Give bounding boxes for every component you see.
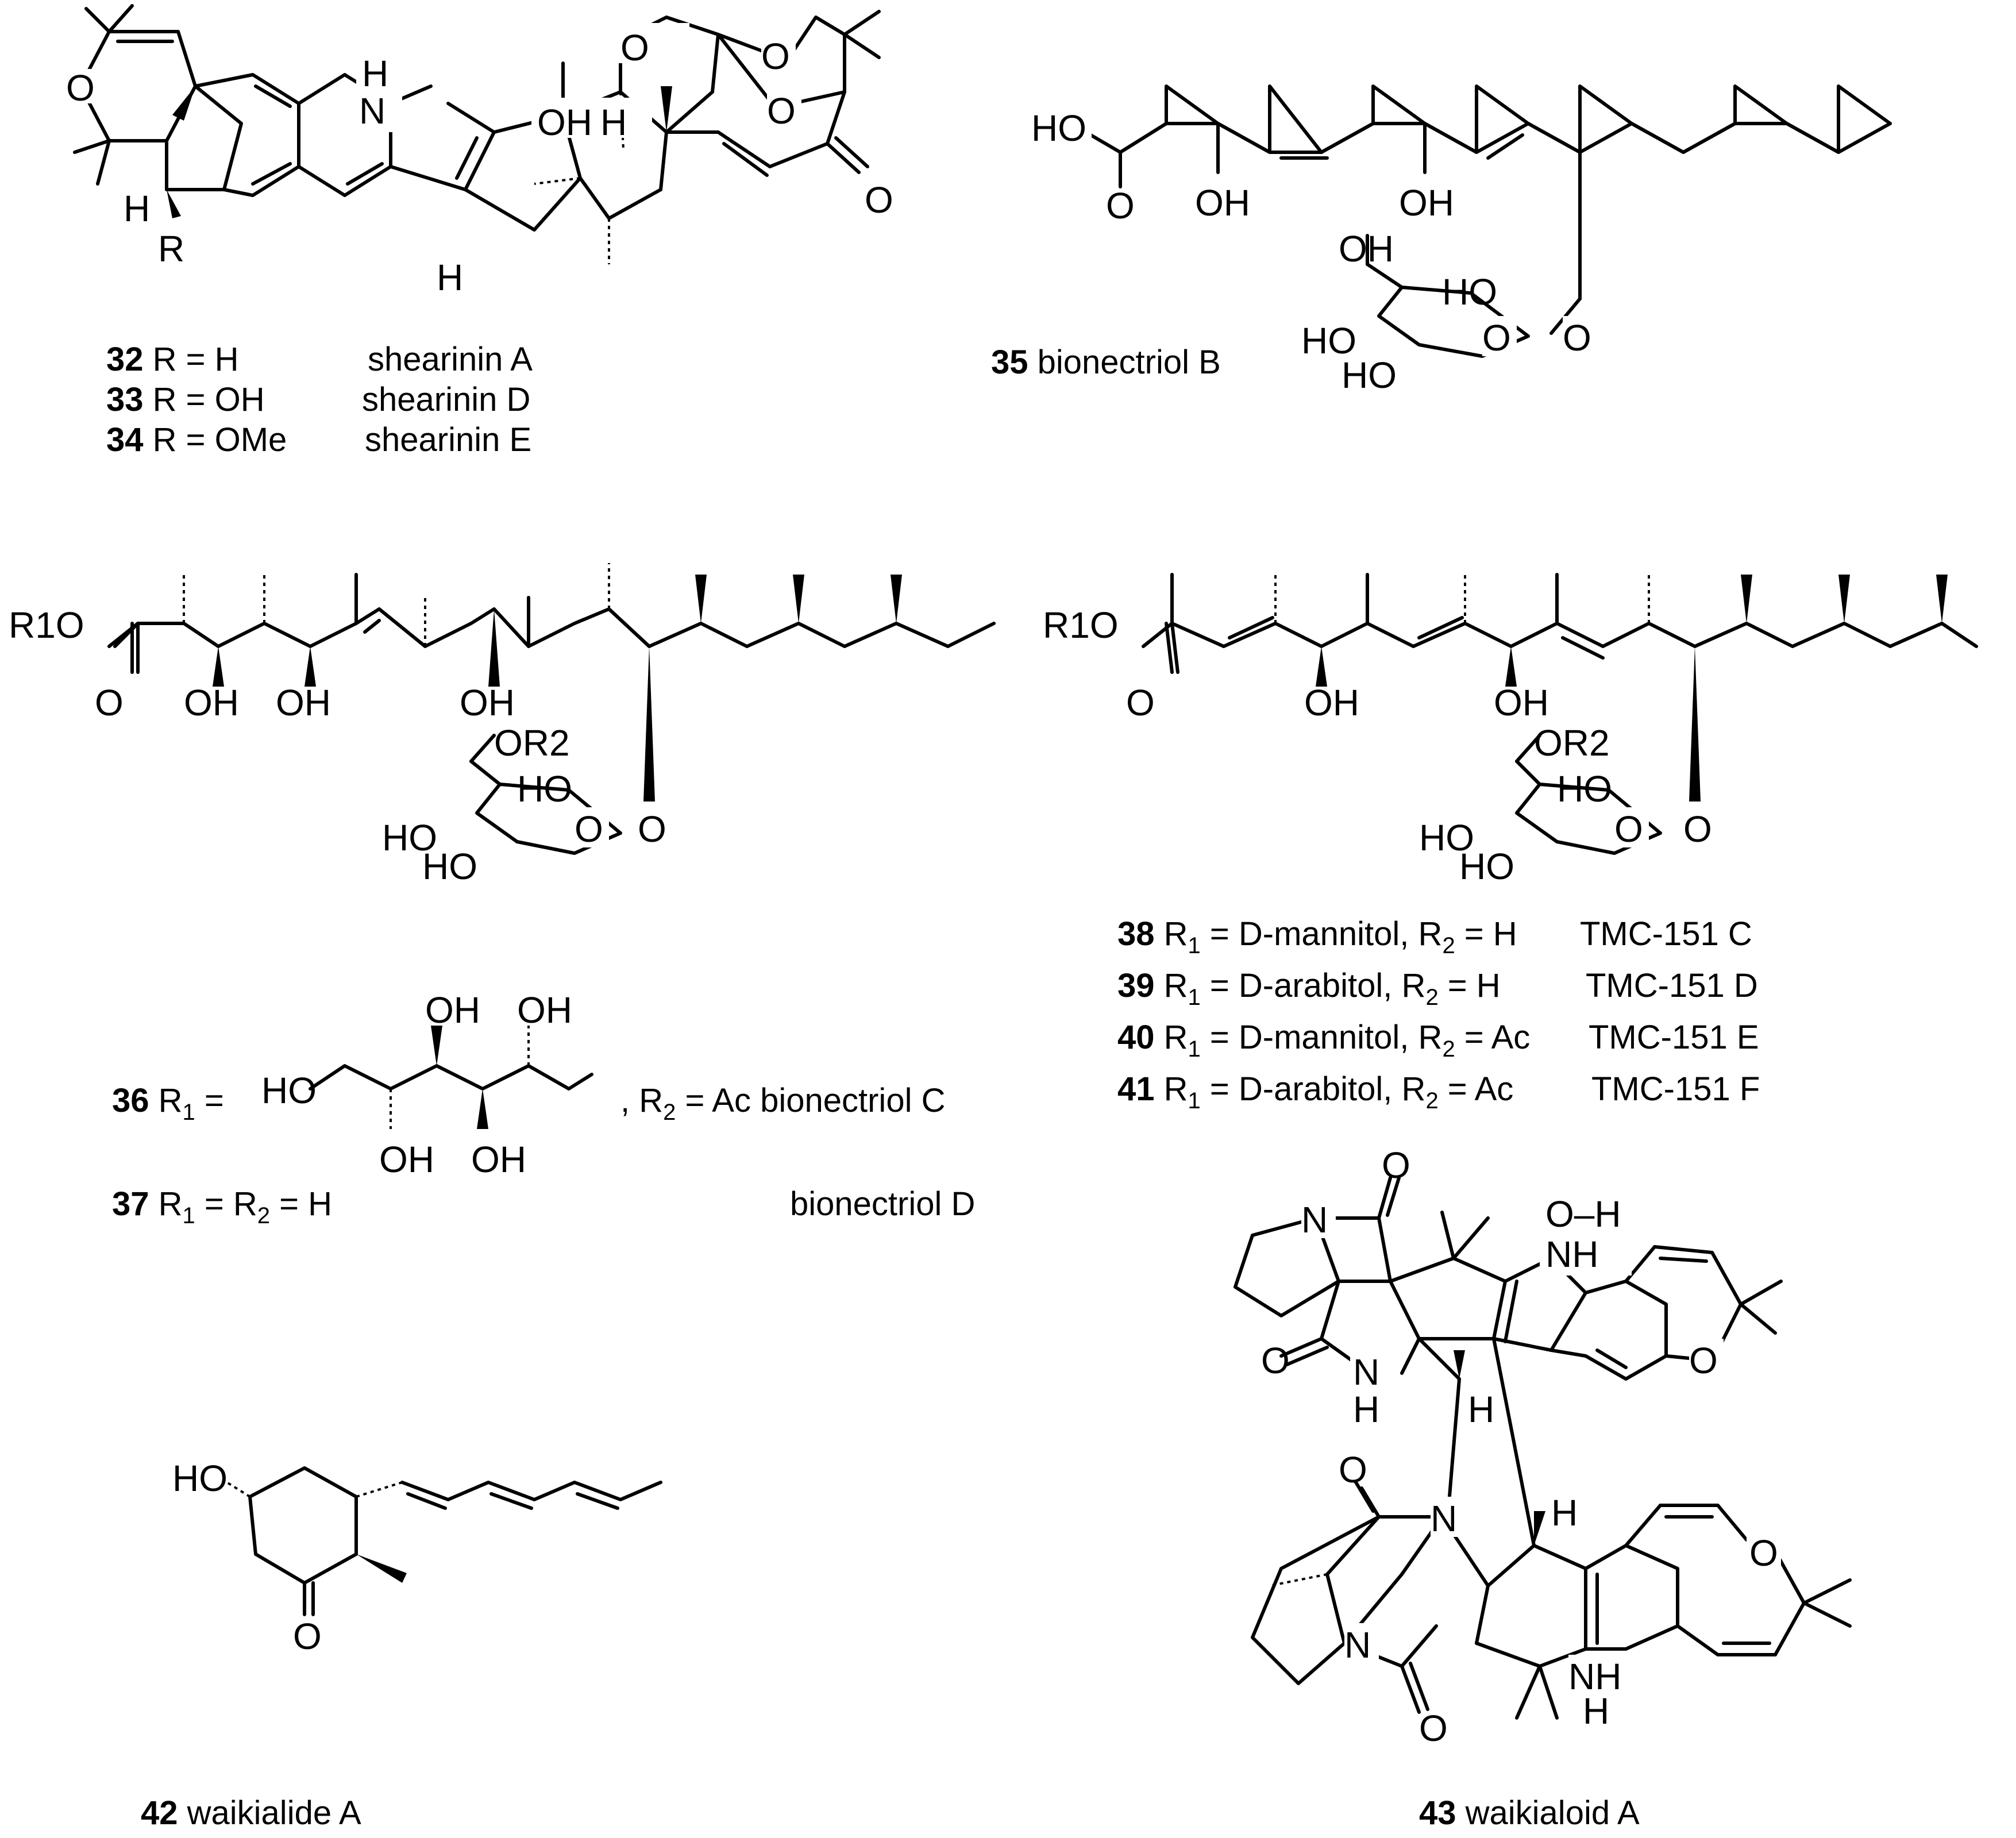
ketal-oxygen-1: O [761,36,790,77]
tmc151-structure: R1O O OH OH OR2 HO O O HO HO [1043,573,1978,887]
mannitol-oh-1: OH [425,989,480,1031]
lower-carbonyl-o-2: O [1419,1708,1448,1749]
bionectriol-cd-structure: R1O O OH OH OH OR2 HO O O HO HO [9,563,996,887]
label-37: 37 R1 = R2 = H [112,1185,332,1228]
upper-n: N [1301,1199,1328,1240]
hydroxyl-2: OH [1399,182,1454,224]
hydroxyl-c: OH [460,682,515,723]
label-39: 39 R1 = D-arabitol, R2 = H [1117,967,1501,1010]
upper-oxygen: O [620,27,649,68]
tmc-or2-label: OR2 [1534,722,1610,764]
indole-n: N [359,90,386,132]
waikialoid-structure: N O O N H H O–H NH O O N H N O O NH H [1234,1145,1852,1749]
upper-pyran-o: O [1689,1340,1718,1381]
oxime-oh: O–H [1545,1193,1621,1235]
tmc151-labels: 38 R1 = D-mannitol, R2 = H TMC-151 C 39 … [1117,915,1760,1113]
hydroxyl-h: H [600,102,627,143]
tmc-sugar-o: O [1614,808,1643,850]
name-38: TMC-151 C [1580,915,1752,953]
name-34: shearinin E [365,421,531,458]
ring-junction-h: H [124,188,150,229]
label-41: 41 R1 = D-arabitol, R2 = Ac [1117,1070,1513,1113]
sugar-ho-low: HO [422,846,477,887]
label-36-r2: , R2 = Ac bionectriol C [620,1082,945,1125]
name-32: shearinin A [368,341,533,378]
name-41: TMC-151 F [1591,1070,1760,1108]
acid-ho: HO [1031,107,1086,149]
oxime-nh: NH [1545,1234,1598,1275]
glycosidic-o: O [1563,317,1591,359]
lower-indole-n: NH [1568,1656,1621,1697]
tmc-r1o-label: R1O [1043,604,1119,646]
sugar-ring-o: O [1482,317,1511,359]
sugar-ho-top: HO [1442,271,1497,313]
hydroxyl-a: OH [184,682,239,723]
mannitol-ho: HO [261,1070,317,1111]
lower-pyrrolidine-n: N [1344,1624,1371,1666]
mannitol-substituent: HO OH OH OH OH [261,989,593,1180]
cyclopentane-h: H [437,257,463,298]
label-40: 40 R1 = D-mannitol, R2 = Ac [1117,1019,1530,1062]
name-33: shearinin D [362,381,530,418]
tmc-sugar-ho-low: HO [1459,846,1514,887]
ketone-oxygen: O [865,179,893,221]
hydroxyl-1: OH [1195,182,1250,224]
name-37: bionectriol D [790,1185,975,1223]
lower-methine-h: H [1551,1492,1578,1533]
waikialide-ho: HO [172,1458,228,1499]
upper-lactam-o: O [1261,1340,1290,1381]
lower-pyran-o: O [1749,1532,1778,1574]
label-35: 35 bionectriol B [991,344,1221,381]
upper-nh-n: N [1353,1351,1379,1393]
sugar-ho-mid: HO [382,817,437,858]
name-39: TMC-151 D [1586,967,1758,1004]
label-32: 32 R = H [106,341,239,378]
hydroxyl-oh: OH [537,102,592,143]
lower-indole-h: H [1583,1690,1609,1732]
glycosidic-oxygen: O [638,808,666,850]
lower-n: N [1431,1498,1457,1539]
sugar-ho-bottom: HO [1342,355,1397,396]
ester-carbonyl-o: O [95,682,124,723]
upper-nh-h: H [1353,1389,1379,1430]
indole-h: H [362,53,388,94]
hydroxyl-b: OH [276,682,331,723]
sugar-ho-left: HO [1301,320,1356,361]
or2-label: OR2 [494,722,570,764]
waikialide-ketone-o: O [293,1616,322,1657]
sugar-ch2oh: OH [1339,228,1394,269]
upper-carbonyl-o: O [1382,1145,1410,1186]
label-43: 43 waikialoid A [1419,1794,1640,1832]
r1o-label: R1O [9,604,84,646]
mannitol-oh-4: OH [471,1139,526,1180]
tmc-glycosidic-o: O [1683,808,1712,850]
lower-carbonyl-o-1: O [1339,1449,1367,1490]
tmc-sugar-ho-mid: HO [1419,817,1474,858]
waikialide-structure: HO O [172,1458,662,1657]
label-36: 36 R1 = [112,1082,224,1125]
ketal-oxygen-2: O [767,90,796,132]
shearinin-structure: O H N H R H OH H O O O O [66,4,893,298]
label-38: 38 R1 = D-mannitol, R2 = H [1117,915,1517,958]
tmc-hydroxyl-2: OH [1494,682,1549,723]
label-34: 34 R = OMe [106,421,287,458]
mannitol-oh-2: OH [517,989,572,1031]
mannitol-oh-3: OH [379,1139,434,1180]
shearinin-labels: 32 R = H shearinin A 33 R = OH shearinin… [106,341,533,458]
sugar-ho-upper: HO [517,768,572,810]
sugar-o-ring: O [575,808,603,850]
acid-carbonyl-o: O [1106,185,1135,226]
tmc-carbonyl-o: O [1126,682,1155,723]
tmc-hydroxyl-1: OH [1304,682,1359,723]
label-42: 42 waikialide A [141,1794,361,1832]
pyran-oxygen: O [66,67,95,109]
name-40: TMC-151 E [1589,1019,1759,1056]
tmc-sugar-ho-upper: HO [1557,768,1612,810]
upper-methine-h: H [1468,1389,1494,1430]
bionectriol-b-structure: HO O OH OH OH HO O O HO HO [1028,84,1892,396]
r-group: R [158,228,184,269]
label-33: 33 R = OH [106,381,265,418]
